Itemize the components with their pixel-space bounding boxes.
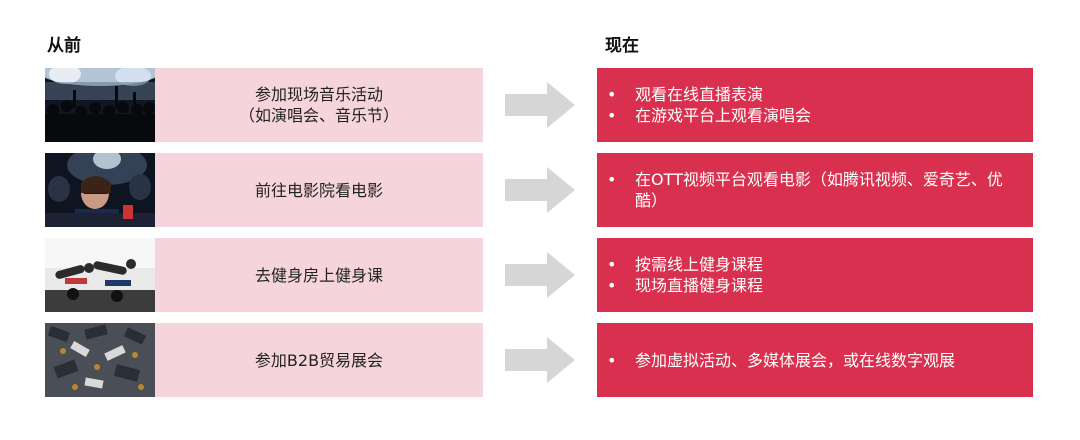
after-box: • 按需线上健身课程 • 现场直播健身课程 bbox=[597, 238, 1033, 312]
bullet-text: 在游戏平台上观看演唱会 bbox=[635, 106, 812, 125]
right-arrow-icon bbox=[505, 82, 575, 128]
after-box: • 观看在线直播表演 • 在游戏平台上观看演唱会 bbox=[597, 68, 1033, 142]
comparison-row: 前往电影院看电影 • 在OTT视频平台观看电影（如腾讯视频、爱奇艺、优酷） bbox=[0, 153, 1080, 227]
bullet-icon: • bbox=[607, 255, 617, 274]
bullet-text: 现场直播健身课程 bbox=[635, 276, 764, 295]
before-text-line: 去健身房上健身课 bbox=[254, 265, 383, 285]
trade-show-photo bbox=[45, 323, 155, 397]
before-box: 去健身房上健身课 bbox=[155, 238, 483, 312]
after-bullet-item: • 参加虚拟活动、多媒体展会，或在线数字观展 bbox=[607, 350, 1021, 371]
bullet-text: 观看在线直播表演 bbox=[635, 85, 764, 104]
bullet-text: 在OTT视频平台观看电影（如腾讯视频、爱奇艺、优酷） bbox=[635, 170, 1003, 210]
right-arrow-icon bbox=[505, 252, 575, 298]
bullet-icon: • bbox=[607, 276, 617, 295]
gym-class-photo bbox=[45, 238, 155, 312]
before-box: 参加现场音乐活动 （如演唱会、音乐节） bbox=[155, 68, 483, 142]
before-box: 参加B2B贸易展会 bbox=[155, 323, 483, 397]
concert-crowd-photo bbox=[45, 68, 155, 142]
after-bullet-item: • 现场直播健身课程 bbox=[607, 275, 1021, 296]
bullet-icon: • bbox=[607, 170, 617, 189]
after-bullet-item: • 在游戏平台上观看演唱会 bbox=[607, 105, 1021, 126]
comparison-row: 参加B2B贸易展会 • 参加虚拟活动、多媒体展会，或在线数字观展 bbox=[0, 323, 1080, 397]
after-heading: 现在 bbox=[605, 36, 639, 56]
before-text-line: 参加B2B贸易展会 bbox=[254, 350, 384, 370]
after-bullet-item: • 在OTT视频平台观看电影（如腾讯视频、爱奇艺、优酷） bbox=[607, 169, 1021, 211]
bullet-icon: • bbox=[607, 350, 617, 370]
bullet-text: 按需线上健身课程 bbox=[635, 255, 764, 274]
before-text-line: （如演唱会、音乐节） bbox=[238, 106, 399, 125]
before-box: 前往电影院看电影 bbox=[155, 153, 483, 227]
bullet-text: 参加虚拟活动、多媒体展会，或在线数字观展 bbox=[635, 350, 956, 370]
comparison-row: 去健身房上健身课 • 按需线上健身课程 • 现场直播健身课程 bbox=[0, 238, 1080, 312]
right-arrow-icon bbox=[505, 167, 575, 213]
before-heading: 从前 bbox=[47, 36, 81, 56]
bullet-icon: • bbox=[607, 106, 617, 125]
after-bullet-item: • 按需线上健身课程 bbox=[607, 254, 1021, 275]
after-box: • 在OTT视频平台观看电影（如腾讯视频、爱奇艺、优酷） bbox=[597, 153, 1033, 227]
before-text-line: 前往电影院看电影 bbox=[254, 180, 383, 200]
after-box: • 参加虚拟活动、多媒体展会，或在线数字观展 bbox=[597, 323, 1033, 397]
after-bullet-item: • 观看在线直播表演 bbox=[607, 84, 1021, 105]
cinema-audience-photo bbox=[45, 153, 155, 227]
comparison-row: 参加现场音乐活动 （如演唱会、音乐节） • 观看在线直播表演 • 在游戏平台上观… bbox=[0, 68, 1080, 142]
right-arrow-icon bbox=[505, 337, 575, 383]
before-text-line: 参加现场音乐活动 bbox=[254, 85, 383, 104]
bullet-icon: • bbox=[607, 85, 617, 104]
